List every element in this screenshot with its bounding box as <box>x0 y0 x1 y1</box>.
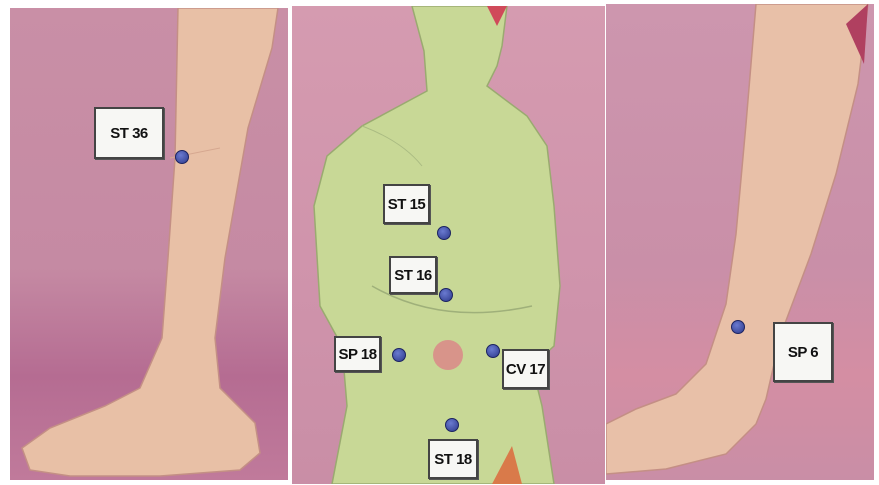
leg-illustration <box>10 8 288 480</box>
acupoint-sp6-dot <box>731 320 745 334</box>
label-cv17: CV 17 <box>502 349 549 389</box>
acupoint-cv17-dot <box>486 344 500 358</box>
nipple-marker <box>433 340 463 370</box>
label-st15: ST 15 <box>383 184 430 224</box>
acupoint-st36-dot <box>175 150 189 164</box>
torso-panel: ST 15 ST 16 SP 18 CV 17 ST 18 <box>292 6 605 484</box>
acupoint-sp18-dot <box>392 348 406 362</box>
torso-illustration <box>292 6 605 484</box>
label-sp6: SP 6 <box>773 322 833 382</box>
label-sp18: SP 18 <box>334 336 381 372</box>
acupoint-st15-dot <box>437 226 451 240</box>
leg-panel-left: ST 36 <box>10 8 288 480</box>
leg-panel-right: SP 6 <box>606 4 874 480</box>
label-st16: ST 16 <box>389 256 437 294</box>
leg-illustration-right <box>606 4 874 480</box>
acupoint-st18-dot <box>445 418 459 432</box>
label-st18: ST 18 <box>428 439 478 479</box>
label-st36: ST 36 <box>94 107 164 159</box>
acupoint-st16-dot <box>439 288 453 302</box>
